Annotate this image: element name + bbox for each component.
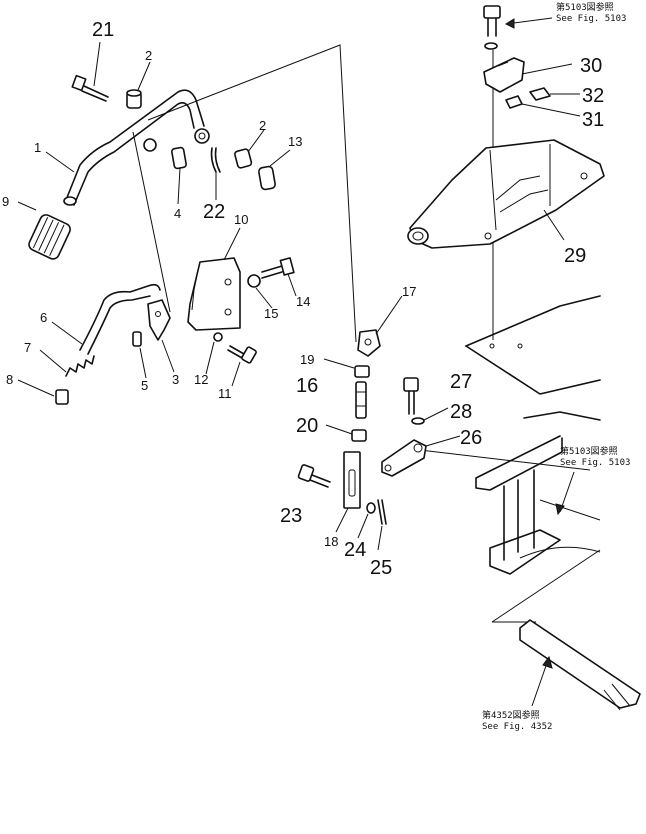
ref-5103-mid-en: See Fig. 5103: [560, 458, 630, 468]
callout-labels: 21 2 1 9 4 22 2 13 10 14 15 6 7 8 5 3 12…: [2, 19, 604, 579]
part-2-bushing-lower: [234, 148, 253, 169]
callout-24: 24: [344, 539, 366, 561]
part-29-housing: [407, 139, 605, 249]
callout-leaders: [17, 41, 581, 551]
part-32-cushion: [529, 87, 551, 101]
part-19-nut: [354, 365, 370, 378]
part-31-cushion: [505, 95, 523, 109]
part-17-clevis: [357, 329, 381, 357]
callout-29: 29: [564, 245, 586, 267]
part-8-nut: [55, 389, 69, 405]
part-10-bracket: [187, 257, 241, 331]
part-21-bolt: [71, 74, 109, 102]
part-25-cotter-pin: [377, 499, 387, 525]
ref-5103-top-jp: 第5103図参照: [556, 1, 614, 13]
callout-4: 4: [174, 206, 181, 221]
part-6-link-rod: [79, 283, 161, 355]
part-23-bolt: [297, 464, 331, 488]
callout-7: 7: [24, 340, 31, 355]
ref-5103-top-en: See Fig. 5103: [556, 14, 626, 24]
callout-9: 9: [2, 194, 9, 209]
figure-references: 第5103図参照 See Fig. 5103 第5103図参照 See Fig.…: [482, 1, 630, 732]
callout-20: 20: [296, 415, 318, 437]
callout-26: 26: [460, 427, 482, 449]
part-16-turnbuckle: [355, 381, 367, 419]
part-2-bushing-upper: [126, 89, 142, 109]
ref-4352-en: See Fig. 4352: [482, 722, 552, 732]
part-12-washer: [213, 332, 223, 342]
callout-5: 5: [141, 378, 148, 393]
floor-structure: [465, 295, 601, 623]
callout-23: 23: [280, 505, 302, 527]
reference-arrows: [504, 17, 575, 707]
part-13-pin: [258, 165, 276, 191]
part-20-nut: [351, 429, 367, 442]
callout-11: 11: [218, 386, 232, 401]
part-7-spring: [65, 355, 95, 377]
part-3-clevis: [147, 299, 171, 341]
part-1-pedal-arm: [63, 89, 210, 206]
part-4-pin: [171, 146, 187, 170]
callout-19: 19: [300, 352, 314, 367]
callout-10: 10: [234, 212, 248, 227]
callout-21: 21: [92, 19, 114, 41]
callout-2-upper: 2: [145, 48, 152, 63]
callout-15: 15: [264, 306, 278, 321]
callout-14: 14: [296, 294, 310, 309]
callout-32: 32: [582, 85, 604, 107]
callout-31: 31: [582, 109, 604, 131]
top-bolt: [483, 5, 501, 50]
lower-shaft: [519, 619, 641, 711]
callout-17: 17: [402, 284, 416, 299]
callout-13: 13: [288, 134, 302, 149]
callout-25: 25: [370, 557, 392, 579]
part-30-bracket: [483, 57, 525, 93]
callout-30: 30: [580, 55, 602, 77]
part-26-arm: [381, 439, 427, 477]
ref-4352-jp: 第4352図参照: [482, 709, 540, 721]
callout-12: 12: [194, 372, 208, 387]
part-18-lever: [343, 451, 361, 509]
callout-8: 8: [6, 372, 13, 387]
part-27-bolt: [403, 377, 419, 415]
part-24-washer: [366, 502, 376, 514]
part-11-bolt: [227, 345, 257, 364]
callout-28: 28: [450, 401, 472, 423]
callout-3: 3: [172, 372, 179, 387]
callout-27: 27: [450, 371, 472, 393]
callout-22: 22: [203, 201, 225, 223]
part-28-washer: [411, 417, 425, 425]
callout-2-lower: 2: [259, 118, 266, 133]
callout-16: 16: [296, 375, 318, 397]
callout-18: 18: [324, 534, 338, 549]
callout-6: 6: [40, 310, 47, 325]
part-22-cotter-pin: [210, 147, 221, 173]
part-9-pedal-pad: [28, 214, 71, 260]
ref-5103-mid-jp: 第5103図参照: [560, 445, 618, 457]
part-15-nut: [247, 274, 261, 288]
callout-1: 1: [34, 140, 41, 155]
part-14-bolt: [261, 257, 295, 279]
part-5-pin: [132, 331, 142, 347]
